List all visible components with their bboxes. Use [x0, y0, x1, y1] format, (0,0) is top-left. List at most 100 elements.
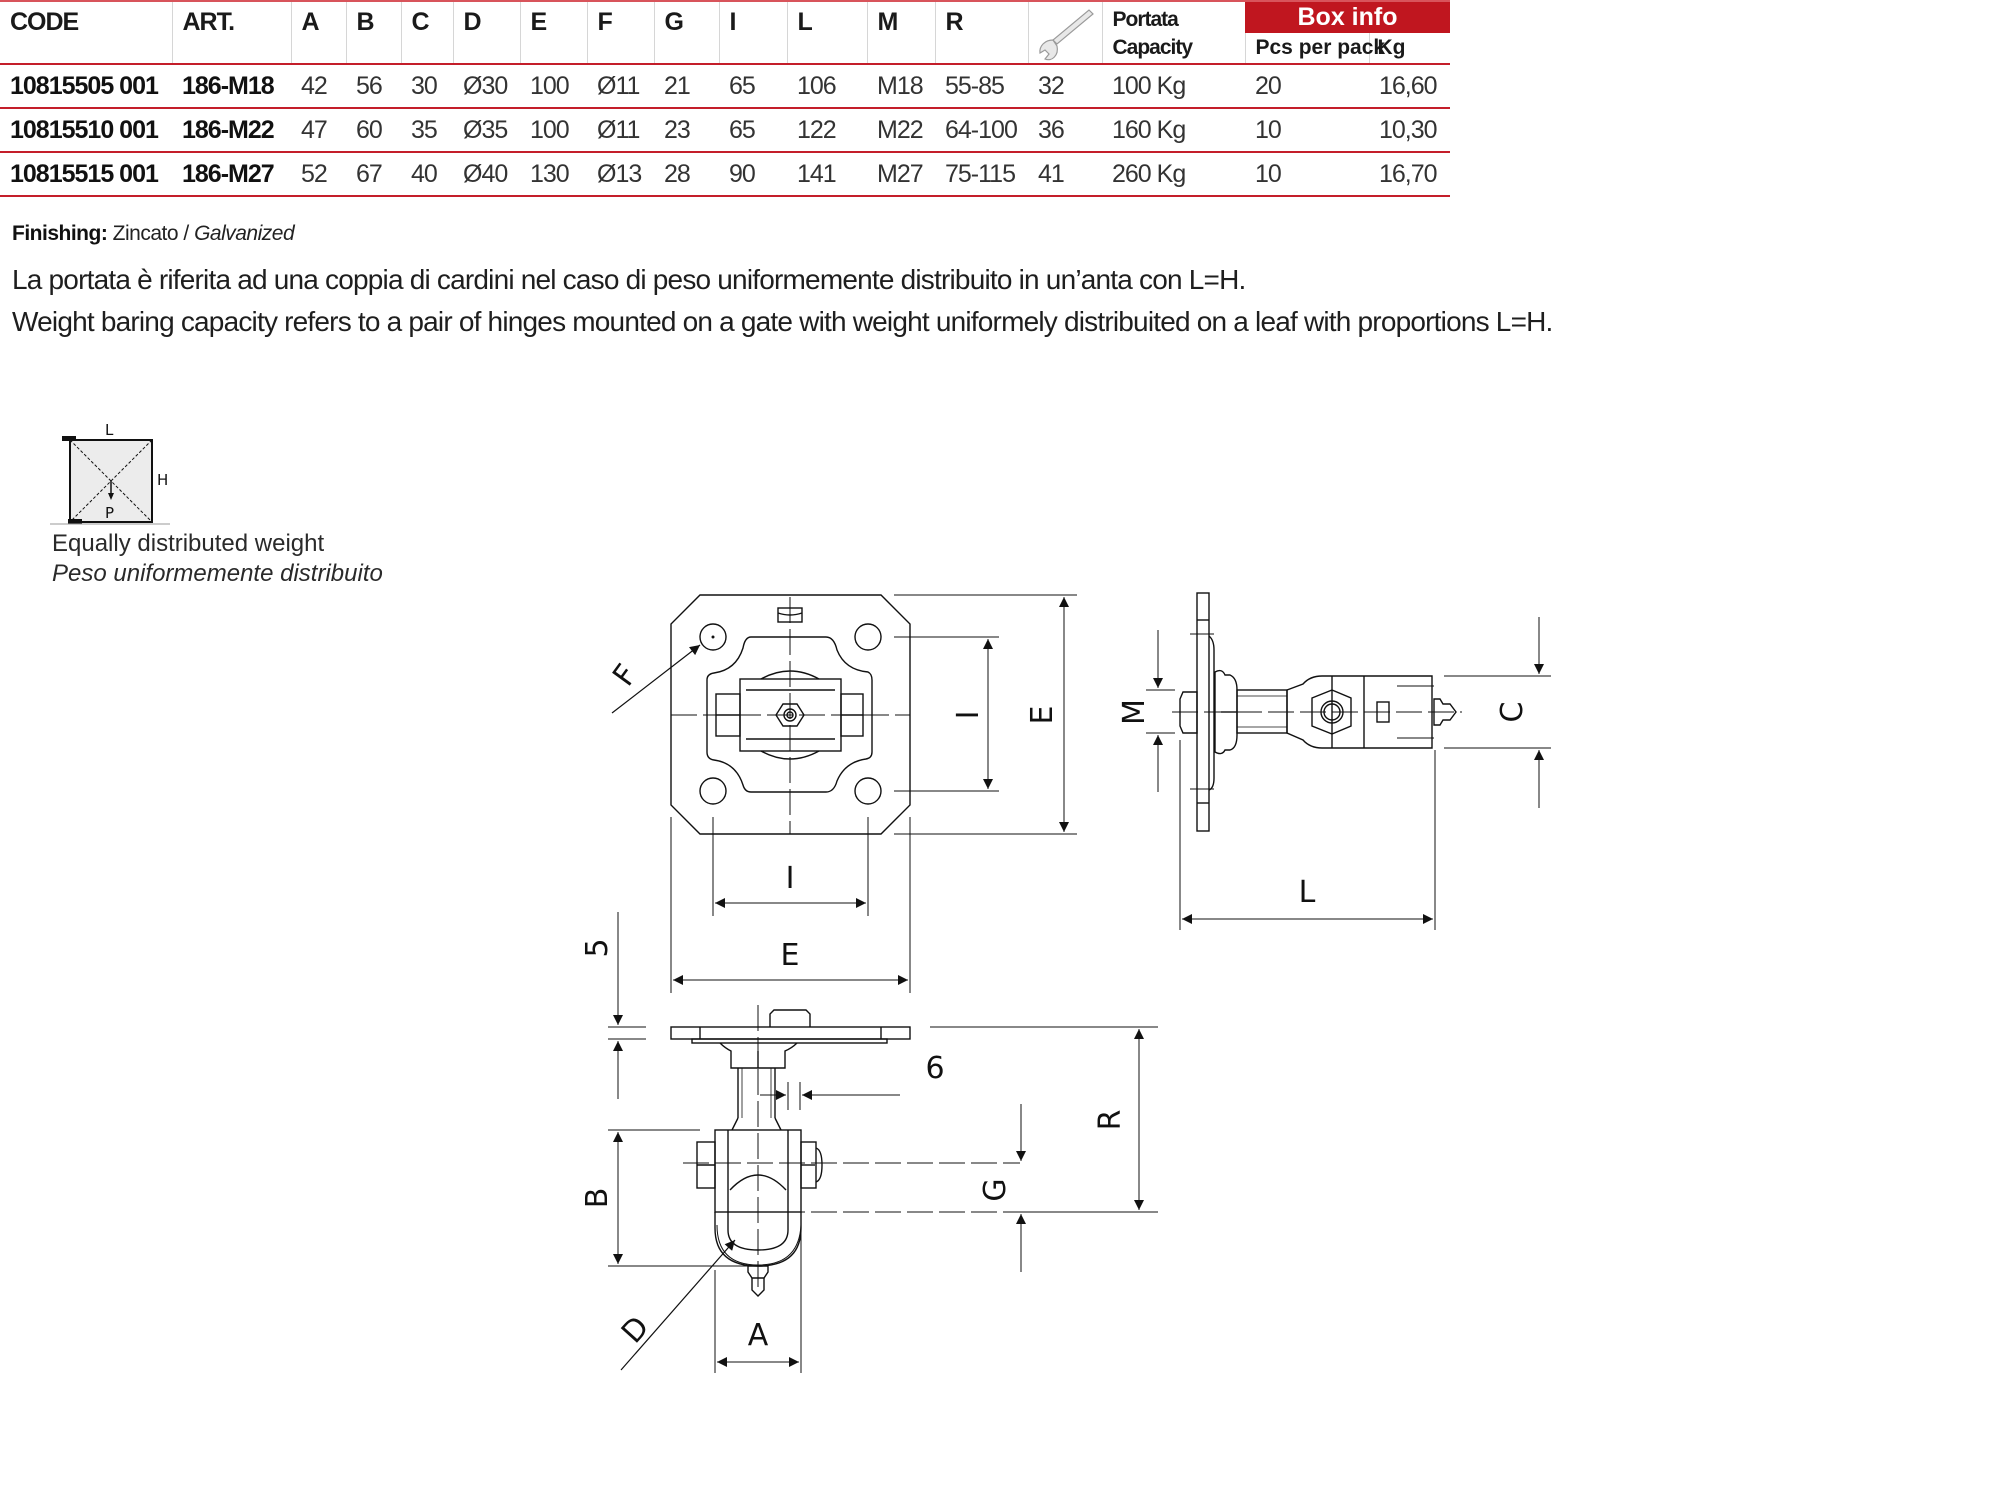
cell-wrench: 32 — [1038, 71, 1065, 100]
col-header-capacity: Portata Capacity — [1101, 1, 1245, 64]
cell-kg: 16,70 — [1379, 159, 1438, 188]
finishing-en: Galvanized — [194, 222, 295, 245]
col-header-wrench — [1027, 1, 1102, 64]
col-header-e: E — [519, 1, 587, 64]
dim-label-e-horizontal: E — [781, 938, 800, 973]
cell-r: 75-115 — [945, 159, 1016, 188]
table-row: 10815515 001 186-M27 52 67 40 Ø40 130 Ø1… — [0, 152, 1450, 196]
cell-d: Ø35 — [463, 115, 508, 144]
cell-code: 10815505 001 — [10, 71, 159, 100]
col-header-l: L — [786, 1, 867, 64]
weight-caption-it: Peso uniformemente distribuito — [52, 560, 383, 587]
cell-capacity: 100 Kg — [1112, 71, 1186, 100]
label-p: P — [105, 504, 114, 522]
cell-wrench: 41 — [1038, 159, 1065, 188]
cell-e: 130 — [530, 159, 570, 188]
cell-c: 35 — [411, 115, 438, 144]
dim-label-l: L — [1299, 875, 1316, 910]
side-view — [1146, 592, 1551, 930]
weight-distribution-diagram: L H P — [50, 421, 170, 525]
cell-code: 10815510 001 — [10, 115, 159, 144]
col-header-a: A — [290, 1, 346, 64]
col-header-i: I — [718, 1, 787, 64]
cell-l: 106 — [797, 71, 837, 100]
dim-label-m: M — [1117, 699, 1152, 725]
cell-pcs: 10 — [1255, 115, 1282, 144]
col-header-code: CODE — [10, 8, 79, 36]
cell-i: 65 — [729, 115, 756, 144]
cell-art: 186-M18 — [182, 71, 275, 100]
finishing-it: Zincato — [112, 222, 179, 245]
dim-label-thickness: 5 — [580, 938, 615, 957]
cell-pcs: 10 — [1255, 159, 1282, 188]
cell-i: 90 — [729, 159, 756, 188]
dim-label-f: F — [606, 658, 644, 693]
cell-r: 64-100 — [945, 115, 1018, 144]
cell-f: Ø11 — [597, 71, 640, 100]
cell-g: 21 — [664, 71, 691, 100]
cell-b: 67 — [356, 159, 383, 188]
dim-label-i-vertical: I — [951, 711, 986, 720]
dim-label-i-horizontal: I — [786, 861, 795, 896]
dim-label-c: C — [1495, 702, 1530, 723]
cell-b: 60 — [356, 115, 383, 144]
cell-m: M18 — [877, 71, 924, 100]
col-header-art: ART. — [171, 1, 291, 64]
table-row: 10815510 001 186-M22 47 60 35 Ø35 100 Ø1… — [0, 108, 1450, 152]
cell-kg: 10,30 — [1379, 115, 1438, 144]
weight-caption-en: Equally distributed weight — [52, 530, 325, 557]
capacity-note-it: La portata è riferita ad una coppia di c… — [12, 264, 1246, 295]
col-header-b: B — [345, 1, 401, 64]
dim-label-b: B — [580, 1188, 615, 1209]
lower-hinge-icon — [68, 519, 82, 524]
cell-f: Ø13 — [597, 159, 642, 188]
cell-art: 186-M22 — [182, 115, 275, 144]
cell-e: 100 — [530, 115, 570, 144]
col-header-g: G — [653, 1, 719, 64]
cell-c: 40 — [411, 159, 438, 188]
cell-pcs: 20 — [1255, 71, 1282, 100]
dim-label-d: D — [615, 1310, 656, 1351]
cell-r: 55-85 — [945, 71, 1005, 100]
cell-capacity: 160 Kg — [1112, 115, 1186, 144]
cell-code: 10815515 001 — [10, 159, 159, 188]
dim-label-e-vertical: E — [1025, 706, 1060, 725]
capacity-label-en: Capacity — [1112, 36, 1194, 59]
cell-e: 100 — [530, 71, 570, 100]
bottom-view — [608, 912, 1158, 1373]
col-header-f: F — [586, 1, 654, 64]
box-info-header: Box info — [1245, 1, 1450, 33]
col-header-d: D — [452, 1, 520, 64]
finishing-label: Finishing: — [12, 222, 108, 245]
cell-art: 186-M27 — [182, 159, 275, 188]
weight-arrow-icon — [108, 493, 114, 500]
cell-l: 122 — [797, 115, 837, 144]
cell-m: M22 — [877, 115, 924, 144]
table-row: 10815505 001 186-M18 42 56 30 Ø30 100 Ø1… — [0, 64, 1450, 108]
col-header-r: R — [934, 1, 1028, 64]
finishing-note: Finishing: Zincato / Galvanized — [12, 222, 295, 246]
wrench-icon — [1038, 9, 1094, 61]
cell-g: 23 — [664, 115, 691, 144]
col-header-kg: Kg — [1368, 33, 1450, 64]
cell-c: 30 — [411, 71, 438, 100]
capacity-note-en: Weight baring capacity refers to a pair … — [12, 306, 1553, 337]
dim-label-g: G — [978, 1178, 1013, 1201]
cell-l: 141 — [797, 159, 837, 188]
cell-capacity: 260 Kg — [1112, 159, 1186, 188]
cell-d: Ø40 — [463, 159, 508, 188]
cell-b: 56 — [356, 71, 383, 100]
finishing-separator: / — [178, 222, 195, 245]
cell-a: 52 — [301, 159, 328, 188]
cell-i: 65 — [729, 71, 756, 100]
cell-kg: 16,60 — [1379, 71, 1438, 100]
cell-wrench: 36 — [1038, 115, 1065, 144]
dim-label-a: A — [748, 1318, 769, 1353]
front-view — [611, 594, 1077, 993]
mounting-hole-icon — [699, 623, 727, 651]
cell-m: M27 — [877, 159, 924, 188]
cell-g: 28 — [664, 159, 691, 188]
label-h: H — [157, 471, 168, 489]
col-header-m: M — [866, 1, 935, 64]
